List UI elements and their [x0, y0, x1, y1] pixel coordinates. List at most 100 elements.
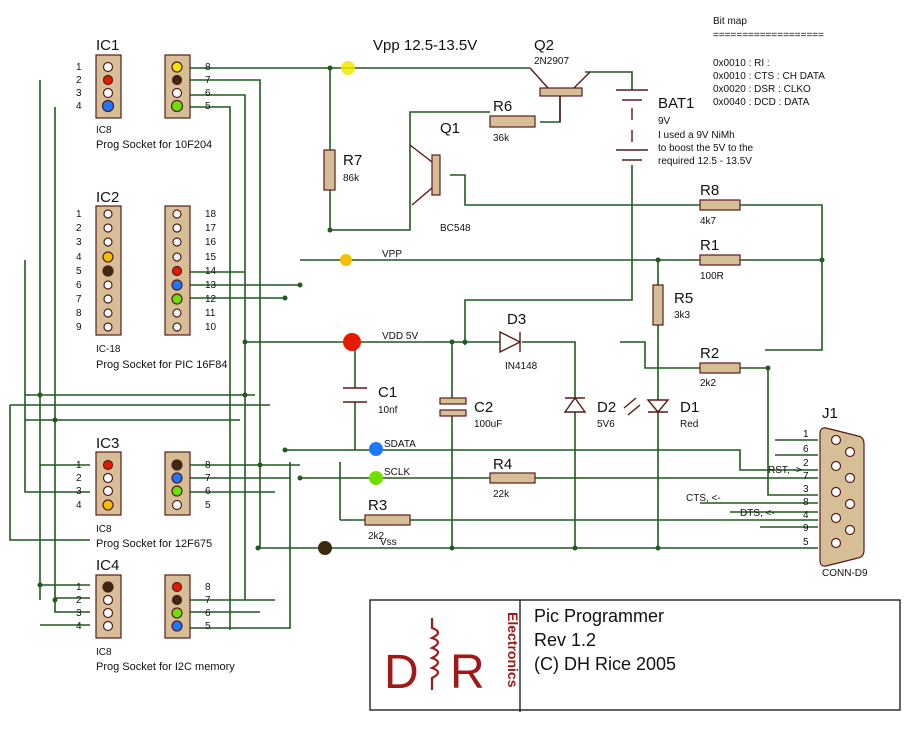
ic2-pin-label: 13: [205, 280, 217, 291]
r7-ref: R7: [343, 152, 362, 169]
ic1-pin-label: 2: [76, 75, 82, 86]
wires: [9, 67, 823, 630]
bitmap-rule: ===================: [713, 30, 824, 41]
bitmap-line: 0x0010 : RI :: [713, 58, 770, 69]
ic1-pin-label: 3: [76, 88, 82, 99]
c1-value: 10nf: [378, 405, 398, 416]
r7-resistor: R7 86k: [323, 149, 362, 191]
q2-part: 2N2907: [534, 56, 569, 67]
bat1-value: 9V: [658, 116, 671, 127]
ic3-pin-label: 2: [76, 473, 82, 484]
bat1-ref: BAT1: [658, 95, 694, 112]
ic3-pin-label: 7: [205, 473, 211, 484]
r2-resistor: R2 2k2: [699, 345, 741, 389]
ic4-pin-label: 6: [205, 608, 211, 619]
ic3-desc: Prog Socket for 12F675: [96, 538, 212, 550]
logo-coil-icon: [429, 618, 440, 690]
ic1-pin-label: 4: [76, 101, 82, 112]
ic2-pin-label: 18: [205, 209, 217, 220]
d1-ref: D1: [680, 399, 699, 416]
ic4-type: IC8: [96, 647, 112, 658]
d2-ref: D2: [597, 399, 616, 416]
ic4-pin-label: 4: [76, 621, 82, 632]
r8-value: 4k7: [700, 216, 717, 227]
r4-ref: R4: [493, 456, 512, 473]
ic2-pin-label: 17: [205, 223, 217, 234]
r5-ref: R5: [674, 290, 693, 307]
ic2-pin-label: 15: [205, 252, 217, 263]
vss-dot: [318, 541, 332, 555]
ic3-pin-label: 4: [76, 500, 82, 511]
j1-pin-label: 6: [803, 444, 809, 455]
ic1-pin-label: 5: [205, 101, 211, 112]
ic1-type: IC8: [96, 125, 112, 136]
j1-rst-label: RST, ->: [768, 465, 802, 476]
r5-value: 3k3: [674, 310, 691, 321]
j1-pin-label: 5: [803, 537, 809, 548]
j1-pin-label: 7: [803, 471, 809, 482]
c1-ref: C1: [378, 384, 397, 401]
ic4-pin-label: 7: [205, 595, 211, 606]
vdd-net-label: VDD 5V: [382, 331, 418, 342]
ic3-socket: IC3 1 2 3 4 8 7 6 5 IC8 Prog Socket for …: [76, 435, 212, 550]
logo-letter-d: D: [384, 646, 419, 699]
ic2-pin-label: 1: [76, 209, 82, 220]
bitmap-block: Bit map =================== 0x0010 : RI …: [713, 16, 825, 108]
ic2-pin-label: 3: [76, 237, 82, 248]
d3-ref: D3: [507, 311, 526, 328]
ic4-pin-label: 2: [76, 595, 82, 606]
vpp-net-label: VPP: [382, 249, 402, 260]
sdata-dot: [369, 442, 383, 456]
ic2-pin-label: 2: [76, 223, 82, 234]
ic2-pin-label: 10: [205, 322, 217, 333]
ic1-pin-label: 6: [205, 88, 211, 99]
q2-transistor: Q2 2N2907: [529, 37, 591, 122]
q1-part: BC548: [440, 223, 471, 234]
r3-value: 2k2: [368, 531, 385, 542]
ic4-pin-label: 5: [205, 621, 211, 632]
ic2-pin-label: 11: [205, 308, 216, 319]
d2-zener: D2 5V6: [563, 396, 616, 430]
r6-resistor: R6 36k: [489, 98, 536, 144]
r2-ref: R2: [700, 345, 719, 362]
j1-pin-label: 8: [803, 497, 809, 508]
title-block: D R Electronics Pic Programmer Rev 1.2 (…: [369, 599, 901, 712]
c2-capacitor: C2 100uF: [439, 397, 502, 430]
vpp-rail-label: Vpp 12.5-13.5V: [373, 37, 477, 54]
r1-ref: R1: [700, 237, 719, 254]
r2-value: 2k2: [700, 378, 717, 389]
ic2-type: IC-18: [96, 344, 121, 355]
ic3-pin-label: 8: [205, 460, 211, 471]
d1-value: Red: [680, 419, 698, 430]
ic3-ref: IC3: [96, 435, 119, 452]
ic2-pin-label: 4: [76, 252, 82, 263]
ic2-pin-label: 9: [76, 322, 82, 333]
j1-connector: J1 CONN-D9 1 6 2 7 3 8 4 9 5 RST, -> CTS…: [686, 405, 868, 579]
r4-value: 22k: [493, 489, 510, 500]
r1-resistor: R1 100R: [699, 237, 741, 282]
j1-part: CONN-D9: [822, 568, 868, 579]
ic2-pin-label: 12: [205, 294, 217, 305]
ic4-desc: Prog Socket for I2C memory: [96, 661, 235, 673]
ic1-pin-label: 7: [205, 75, 211, 86]
j1-pin-label: 2: [803, 458, 809, 469]
ic4-pin-label: 1: [76, 582, 82, 593]
d3-diode: D3 IN4148: [499, 311, 538, 372]
bitmap-line: 0x0020 : DSR : CLKO: [713, 84, 811, 95]
q1-ref: Q1: [440, 120, 460, 137]
ic2-pin-label: 6: [76, 280, 82, 291]
vpp-dot: [340, 254, 352, 266]
bitmap-title: Bit map: [713, 16, 747, 27]
junctions: [37, 65, 825, 603]
sdata-net-label: SDATA: [384, 439, 416, 450]
q2-ref: Q2: [534, 37, 554, 54]
j1-pin-label: 4: [803, 510, 809, 521]
c2-ref: C2: [474, 399, 493, 416]
d1-led: D1 Red: [623, 397, 699, 430]
ic1-ref: IC1: [96, 37, 119, 54]
vpp-rail-dot: [341, 61, 355, 75]
bat1-note: to boost the 5V to the: [658, 143, 754, 154]
ic2-pin-label: 14: [205, 266, 217, 277]
ic1-pin-label: 8: [205, 62, 211, 73]
